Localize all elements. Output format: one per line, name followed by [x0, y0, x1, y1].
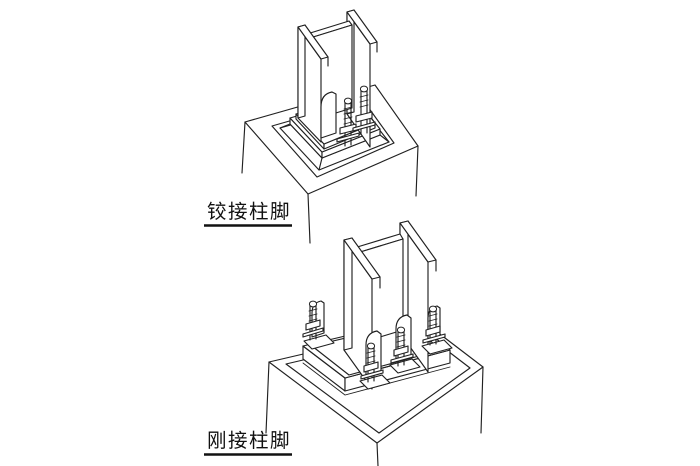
- pinned-base-caption: 铰接柱脚: [207, 201, 291, 223]
- anchor-bolt: [422, 305, 446, 346]
- bolt-chair-front-right: [389, 314, 421, 374]
- column-flange-near: [343, 237, 381, 390]
- anchor-bolt-1: [336, 97, 360, 147]
- bolt-chair-right: [421, 305, 453, 355]
- stiffener-gusset-plate: [320, 91, 337, 139]
- h-column: [297, 9, 378, 148]
- pinned-column-base-figure: 铰接柱脚: [204, 9, 419, 244]
- rigid-base-caption: 刚接柱脚: [207, 430, 291, 452]
- anchor-bolt: [302, 300, 324, 341]
- anchor-bolt: [360, 342, 384, 383]
- column-flange-near: [297, 24, 329, 143]
- bolt-chair-left: [302, 300, 335, 350]
- bolt-chair-front-left: [359, 330, 391, 390]
- anchor-bolt: [390, 326, 414, 367]
- rigid-column-base-figure: 刚接柱脚: [204, 220, 484, 466]
- anchor-bolt-2: [352, 85, 376, 135]
- h-column: [343, 220, 437, 390]
